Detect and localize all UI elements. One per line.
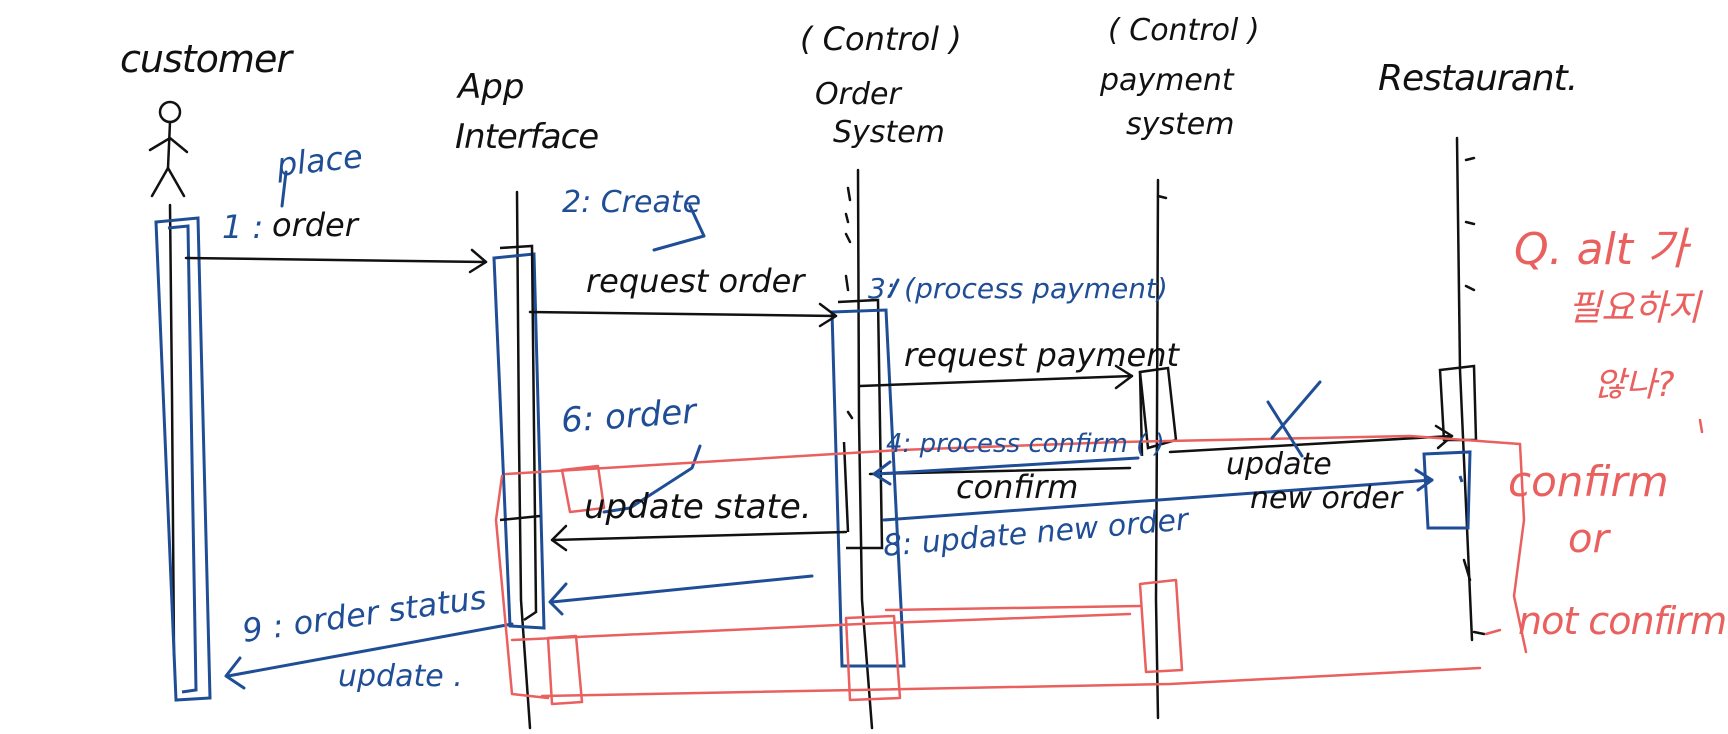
alt-branch-confirm: confirm (1508, 457, 1669, 506)
order-system-label-2: System (833, 115, 945, 150)
msg2-label: 2: Create (562, 185, 701, 220)
alt-branch-or: or (1568, 516, 1611, 562)
msg4-text: confirm (956, 468, 1078, 506)
msg2-arrow (528, 310, 838, 318)
alt-frame (494, 418, 1704, 706)
app-interface-activation (492, 252, 546, 630)
question-line1: Q. alt 가 (1514, 224, 1692, 275)
payment-system-label-1: payment (1099, 63, 1235, 98)
question-line3: 않나? (1594, 365, 1675, 405)
msg6-arrow (550, 530, 848, 542)
app-interface-black-box (499, 244, 541, 622)
customer-activation (154, 216, 212, 702)
msg8-arrow (882, 478, 1434, 522)
alt-branch-not-confirm: not confirm (1518, 599, 1726, 643)
actor-icon (148, 100, 189, 198)
msg2-text: request order (586, 262, 806, 300)
msg5-text: update (1226, 447, 1332, 482)
restaurant-activation (1438, 364, 1478, 442)
msg9-line2: update . (338, 659, 463, 694)
msg3-arrow (858, 374, 1134, 388)
message-arrows-blue (224, 170, 1434, 690)
msg9-line1: 9 : order status (240, 578, 489, 650)
msg7-arrow (550, 574, 814, 604)
msg3-label: 3: (process payment) (868, 272, 1168, 305)
question-line2: 필요하지 (1568, 288, 1703, 329)
msg5-arrow (1168, 434, 1454, 454)
lifelines (168, 136, 1474, 730)
msg4-label: 4: process confirm ( ) (886, 429, 1165, 459)
customer-label: customer (120, 37, 294, 81)
msg3-text: request payment (904, 336, 1181, 374)
alt-box-app (560, 464, 606, 514)
restaurant-label: Restaurant. (1378, 58, 1577, 99)
msg5-text2: new order (1250, 481, 1404, 516)
payment-system-label-2: system (1126, 107, 1234, 142)
restaurant-lifeline (1455, 136, 1474, 642)
order-system-lifeline (856, 168, 874, 730)
alt-box-app-bottom (546, 634, 584, 706)
order-system-label-1: Order (815, 77, 902, 112)
payment-system-stereotype: ( Control ) (1108, 13, 1260, 48)
cross-mark (1266, 380, 1322, 458)
msg6-text: update state. (584, 487, 812, 527)
lifeline-ticks (844, 156, 1486, 636)
payment-system-lifeline (1154, 178, 1160, 720)
customer-lifeline (168, 203, 176, 657)
app-interface-label-1: App (456, 67, 524, 107)
restaurant-activation-blue (1422, 450, 1472, 530)
msg1-arrow (184, 256, 488, 264)
app-interface-label-2: Interface (455, 117, 598, 157)
order-system-activation (837, 298, 884, 550)
msg9-arrow (226, 622, 514, 678)
app-interface-lifeline (515, 190, 532, 730)
msg8-label: 8: update new order (882, 502, 1192, 564)
msg1-annotation: place (274, 137, 365, 184)
msg1-number: 1 : (222, 208, 263, 246)
alt-box-order (844, 614, 902, 702)
alt-box-payment (1138, 578, 1184, 674)
msg6-label: 6: order (560, 392, 700, 441)
order-system-stereotype: ( Control ) (800, 20, 962, 58)
order-system-activation-blue (830, 308, 906, 668)
msg1-text: order (272, 206, 360, 244)
msg4-arrow (874, 456, 1140, 476)
